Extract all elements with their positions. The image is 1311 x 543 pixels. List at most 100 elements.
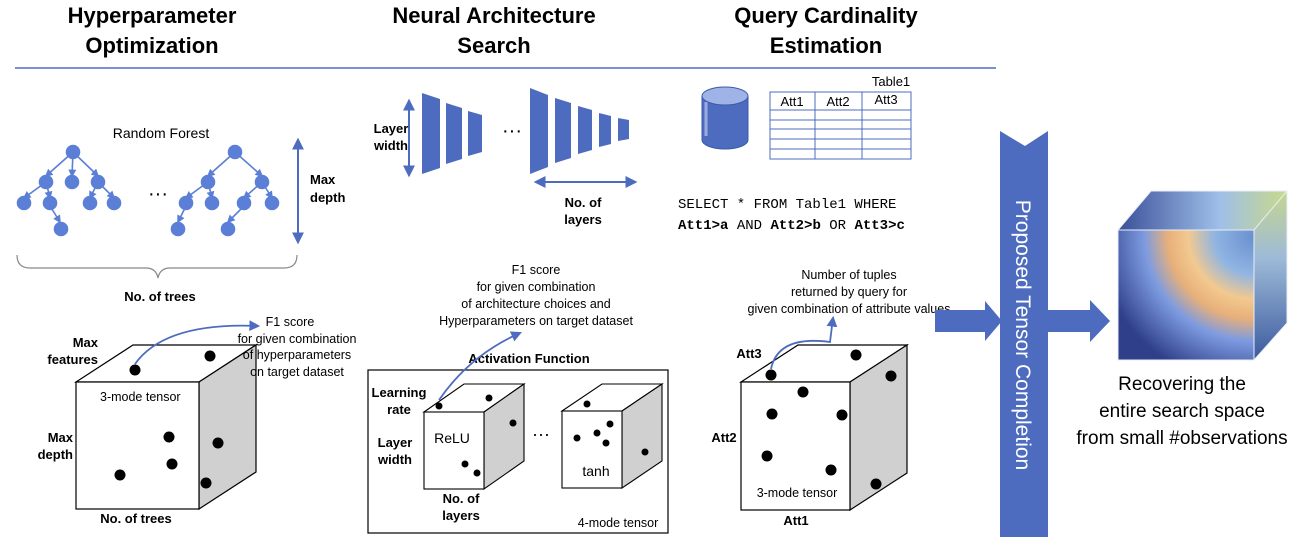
observation-dot: [166, 458, 178, 470]
tree-node: [220, 221, 236, 237]
tree-node: [178, 195, 194, 211]
observation-dot: [200, 477, 212, 489]
sql-attribute-condition: Att2>b: [770, 218, 820, 234]
tensor-completion-bar: [1000, 131, 1048, 537]
random-forest-title: Random Forest: [113, 125, 210, 141]
sql-line-1: SELECT * FROM Table1 WHERE: [678, 197, 896, 213]
layer-width-label-line1: Layer: [374, 121, 409, 136]
axis-att3: Att3: [736, 346, 761, 361]
tree-node: [90, 174, 106, 190]
column-header: Att2: [826, 94, 849, 109]
result-line3: from small #observations: [1076, 428, 1287, 449]
observation-dot: [765, 369, 777, 381]
database-icon: [701, 86, 749, 150]
trees-ellipsis: ···: [148, 183, 168, 205]
tree-node: [264, 195, 280, 211]
learning-rate-label-line2: rate: [387, 402, 411, 417]
relu-observations: [435, 394, 517, 477]
output-arrow: [1046, 300, 1110, 342]
tree-node: [42, 195, 58, 211]
observation-dot: [212, 437, 224, 449]
observation-dot: [641, 448, 649, 456]
result-line2: entire search space: [1099, 401, 1265, 422]
observation-dot: [435, 402, 443, 410]
observation-dot: [602, 439, 610, 447]
tree-node: [236, 195, 252, 211]
observation-dot: [129, 364, 141, 376]
axis-layer-width-line2: width: [377, 452, 412, 467]
hpo-f1-note-line3: of hyperparameters: [243, 348, 351, 362]
axis-max-features-line2: features: [47, 352, 98, 367]
hpo-f1-note-line2: for given combination: [238, 332, 357, 346]
layer-block: [599, 113, 611, 147]
tanh-observations: [573, 400, 649, 456]
relu-cube: [422, 382, 526, 491]
observation-dot: [461, 460, 469, 468]
layer-width-label-line2: width: [373, 138, 408, 153]
cubes-ellipsis: ···: [532, 424, 550, 444]
axis-max-depth-line1: Max: [48, 430, 74, 445]
tanh-cube: [560, 382, 664, 490]
tree-node: [200, 174, 216, 190]
tree-node: [53, 221, 69, 237]
relu-label: ReLU: [434, 430, 470, 446]
data-table: [769, 91, 912, 160]
tree-node: [204, 195, 220, 211]
hpo-f1-note-line1: F1 score: [266, 315, 315, 329]
observation-dot: [825, 464, 837, 476]
layer-block: [446, 103, 462, 164]
layer-block: [422, 93, 440, 174]
result-line1: Recovering the: [1118, 374, 1246, 395]
qce-observations: [761, 349, 897, 490]
num-layers-label-line1: No. of: [565, 195, 602, 210]
header-hpo: Hyperparameter Optimization: [68, 3, 237, 58]
nas-f1-arrow: [438, 331, 522, 401]
max-depth-label-line2: depth: [310, 190, 345, 205]
sql-attribute-condition: Att3>c: [854, 218, 904, 234]
observation-dot: [593, 429, 601, 437]
axis-num-trees: No. of trees: [100, 511, 172, 526]
observation-dot: [870, 478, 882, 490]
header-hpo-line1: Hyperparameter: [68, 3, 237, 28]
tree-node: [64, 174, 80, 190]
observation-dot: [114, 469, 126, 481]
observation-dot: [509, 419, 517, 427]
qce-tensor-label: 3-mode tensor: [757, 486, 838, 500]
tree-node: [38, 174, 54, 190]
hpo-f1-note-line4: on target dataset: [250, 365, 344, 379]
observation-dot: [163, 431, 175, 443]
header-nas-line1: Neural Architecture: [392, 3, 595, 28]
layer-block: [578, 106, 592, 154]
tanh-label: tanh: [582, 463, 609, 479]
activation-function-label: Activation Function: [468, 351, 589, 366]
layer-block: [530, 88, 548, 174]
axis-max-depth-line2: depth: [38, 447, 73, 462]
layer-block: [468, 111, 482, 156]
tensor-completion-label: Proposed Tensor Completion: [1011, 200, 1034, 470]
axis-num-layers-line2: layers: [442, 508, 480, 523]
num-trees-label: No. of trees: [124, 289, 196, 304]
axis-att2: Att2: [711, 430, 736, 445]
tree-node: [106, 195, 122, 211]
table-name: Table1: [872, 74, 910, 89]
qce-tuples-arrow: [770, 315, 838, 370]
tuples-note-line1: Number of tuples: [801, 268, 896, 282]
observation-dot: [204, 350, 216, 362]
hpo-observations: [114, 350, 224, 489]
max-depth-label-line1: Max: [310, 172, 336, 187]
num-trees-brace: [16, 254, 298, 279]
observation-dot: [761, 450, 773, 462]
sql-keyword: AND: [728, 218, 770, 234]
tuples-note-line3: given combination of attribute values: [748, 302, 951, 316]
network-layers: [422, 88, 629, 174]
layer-block: [618, 118, 629, 141]
tree-node: [170, 221, 186, 237]
axis-max-features-line1: Max: [73, 335, 99, 350]
recovered-tensor-cube: [1117, 190, 1288, 361]
axis-num-layers-line1: No. of: [443, 491, 480, 506]
observation-dot: [885, 370, 897, 382]
header-qce: Query Cardinality Estimation: [734, 3, 918, 58]
layer-block: [555, 98, 571, 163]
tree-node: [65, 144, 81, 160]
